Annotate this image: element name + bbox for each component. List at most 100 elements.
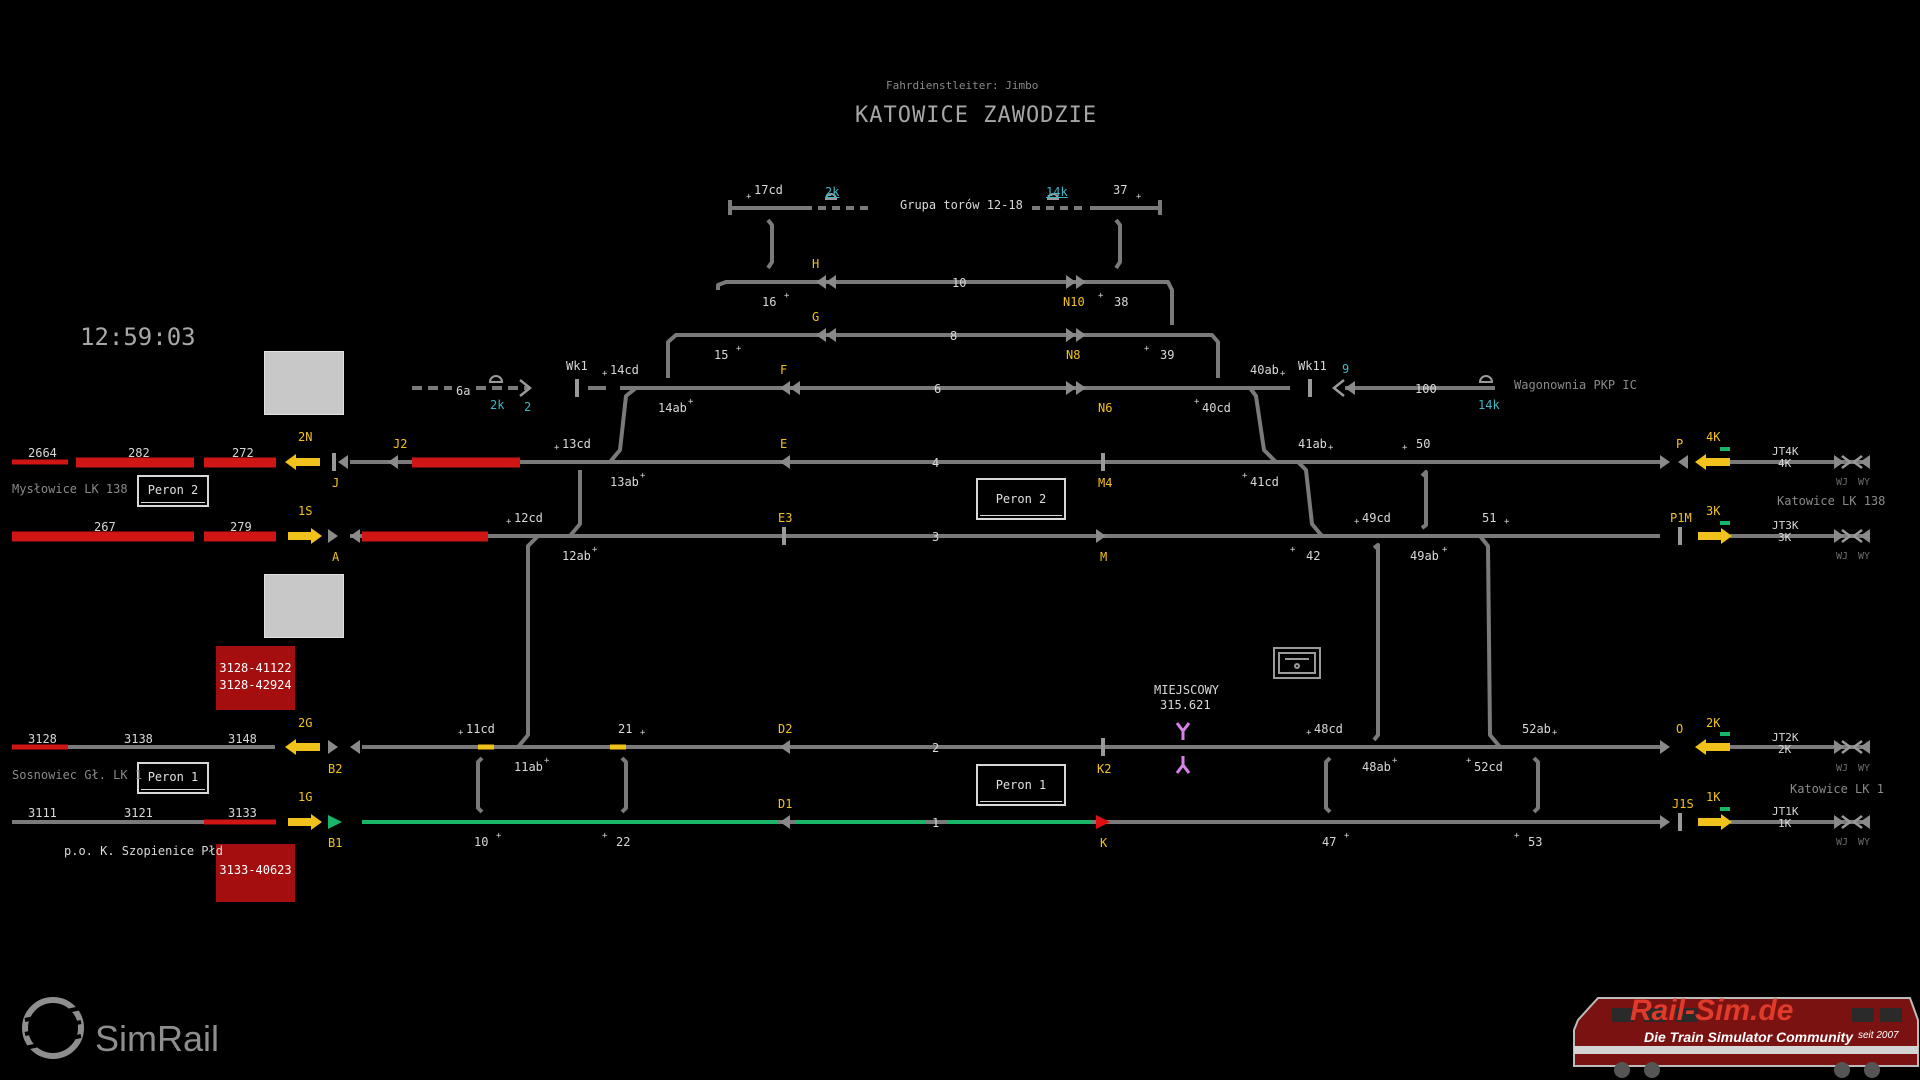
switch-6a[interactable]: 6a	[456, 384, 471, 398]
switch-14k-top[interactable]: 14k	[1046, 185, 1068, 199]
plus-marker: +	[1402, 443, 1408, 453]
signal-D1[interactable]: D1	[778, 797, 793, 811]
signal-3K[interactable]: 3K	[1706, 504, 1721, 518]
signal-E[interactable]: E	[780, 437, 788, 451]
switch-16[interactable]: 16	[762, 295, 777, 309]
group-12-18[interactable]	[728, 200, 1162, 215]
signal-N10[interactable]: N10	[1063, 295, 1085, 309]
signal-O[interactable]: O	[1676, 722, 1684, 736]
signal-1G[interactable]: 1G	[298, 790, 313, 804]
signal-2N[interactable]: 2N	[298, 430, 313, 444]
signal-K[interactable]: K	[1100, 836, 1108, 850]
switch-39[interactable]: 39	[1160, 348, 1175, 362]
signal-triangles[interactable]	[328, 275, 1870, 829]
signal-K2[interactable]: K2	[1097, 762, 1112, 776]
switch-14ab[interactable]: 14ab	[658, 401, 687, 415]
signal-D2[interactable]: D2	[778, 722, 793, 736]
switch-11cd[interactable]: 11cd	[466, 722, 495, 736]
signal-A[interactable]: A	[332, 550, 340, 564]
signal-J2[interactable]: J2	[393, 437, 408, 451]
signal-B1-green[interactable]	[328, 815, 342, 829]
gray-panel-top[interactable]	[264, 351, 344, 415]
dispatcher-label: Fahrdienstleiter: Jimbo	[886, 79, 1039, 92]
switch-40cd[interactable]: 40cd	[1202, 401, 1231, 415]
switch-Wk11[interactable]: Wk11	[1298, 359, 1327, 373]
signal-E3[interactable]: E3	[778, 511, 793, 525]
switch-51[interactable]: 51	[1482, 511, 1497, 525]
switch-21[interactable]: 21	[618, 722, 633, 736]
switch-11ab[interactable]: 11ab	[514, 760, 543, 774]
switch-Wk1[interactable]: Wk1	[566, 359, 588, 373]
switch-50[interactable]: 50	[1416, 437, 1431, 451]
switch-12cd[interactable]: 12cd	[514, 511, 543, 525]
signal-4K[interactable]: 4K	[1706, 430, 1721, 444]
switch-49ab[interactable]: 49ab	[1410, 549, 1439, 563]
right-lines	[1730, 460, 1870, 824]
signal-2G[interactable]: 2G	[298, 716, 313, 730]
gray-panel-bottom[interactable]	[264, 574, 344, 638]
crossovers-left[interactable]	[500, 218, 774, 749]
switch-2[interactable]: 2	[524, 400, 532, 414]
switch-47[interactable]: 47	[1322, 835, 1337, 849]
signal-M4[interactable]: M4	[1098, 476, 1113, 490]
derailer-icons	[488, 193, 1494, 383]
switch-48cd[interactable]: 48cd	[1314, 722, 1343, 736]
signal-J[interactable]: J	[332, 476, 340, 490]
monitor-icon[interactable]	[1273, 647, 1321, 679]
switch-14k[interactable]: 14k	[1478, 398, 1500, 412]
signal-2K[interactable]: 2K	[1706, 716, 1721, 730]
switch-13ab[interactable]: 13ab	[610, 475, 639, 489]
switch-17cd[interactable]: 17cd	[754, 183, 783, 197]
switch-10[interactable]: 10	[474, 835, 489, 849]
signal-H[interactable]: H	[812, 257, 820, 271]
switch-2k-top[interactable]: 2k	[825, 185, 840, 199]
switch-12ab[interactable]: 12ab	[562, 549, 591, 563]
switch-38[interactable]: 38	[1114, 295, 1129, 309]
crossovers-right[interactable]	[1114, 218, 1520, 749]
signal-N8[interactable]: N8	[1066, 348, 1081, 362]
plus-marker: +	[554, 443, 560, 453]
track-number: 100	[1415, 382, 1437, 396]
signal-P[interactable]: P	[1676, 437, 1684, 451]
train-box-1[interactable]: 3128-41122 3128-42924	[216, 646, 295, 710]
switch-2k[interactable]: 2k	[490, 398, 505, 412]
switch-52cd[interactable]: 52cd	[1474, 760, 1503, 774]
switch-14cd[interactable]: 14cd	[610, 363, 639, 377]
jt-label: 4K	[1778, 457, 1792, 470]
switch-15[interactable]: 15	[714, 348, 729, 362]
train-box-2[interactable]: 3133-40623	[216, 844, 295, 902]
switch-13cd[interactable]: 13cd	[562, 437, 591, 451]
signal-1S[interactable]: 1S	[298, 504, 313, 518]
switch-22[interactable]: 22	[616, 835, 631, 849]
track-number: 10	[952, 276, 967, 290]
signal-1K[interactable]: 1K	[1706, 790, 1721, 804]
miejscowy-icon[interactable]	[1175, 722, 1191, 774]
switch-37[interactable]: 37	[1113, 183, 1128, 197]
signal-G[interactable]: G	[812, 310, 820, 324]
switch-41cd[interactable]: 41cd	[1250, 475, 1279, 489]
switch-53[interactable]: 53	[1528, 835, 1543, 849]
stop-bars	[332, 379, 1682, 831]
switch-42[interactable]: 42	[1306, 549, 1321, 563]
signal-P1M[interactable]: P1M	[1670, 511, 1692, 525]
switch-40ab[interactable]: 40ab	[1250, 363, 1279, 377]
wj-label: WJ	[1836, 763, 1849, 774]
switch-48ab[interactable]: 48ab	[1362, 760, 1391, 774]
switch-49cd[interactable]: 49cd	[1362, 511, 1391, 525]
switch-52ab[interactable]: 52ab	[1522, 722, 1551, 736]
line-katowice-lk1: Katowice LK 1	[1790, 782, 1884, 796]
signal-M[interactable]: M	[1100, 550, 1108, 564]
plus-marker: +	[784, 291, 790, 301]
wy-label: WY	[1858, 763, 1871, 774]
yellow-arrows[interactable]	[285, 454, 1732, 830]
signal-B2[interactable]: B2	[328, 762, 343, 776]
signal-N6[interactable]: N6	[1098, 401, 1113, 415]
signal-J1S[interactable]: J1S	[1672, 797, 1694, 811]
signal-K-red[interactable]	[1096, 815, 1110, 829]
signal-B1[interactable]: B1	[328, 836, 343, 850]
plus-marker: +	[1466, 756, 1472, 766]
signal-F[interactable]: F	[780, 363, 788, 377]
switch-9[interactable]: 9	[1342, 362, 1350, 376]
switch-41ab[interactable]: 41ab	[1298, 437, 1327, 451]
